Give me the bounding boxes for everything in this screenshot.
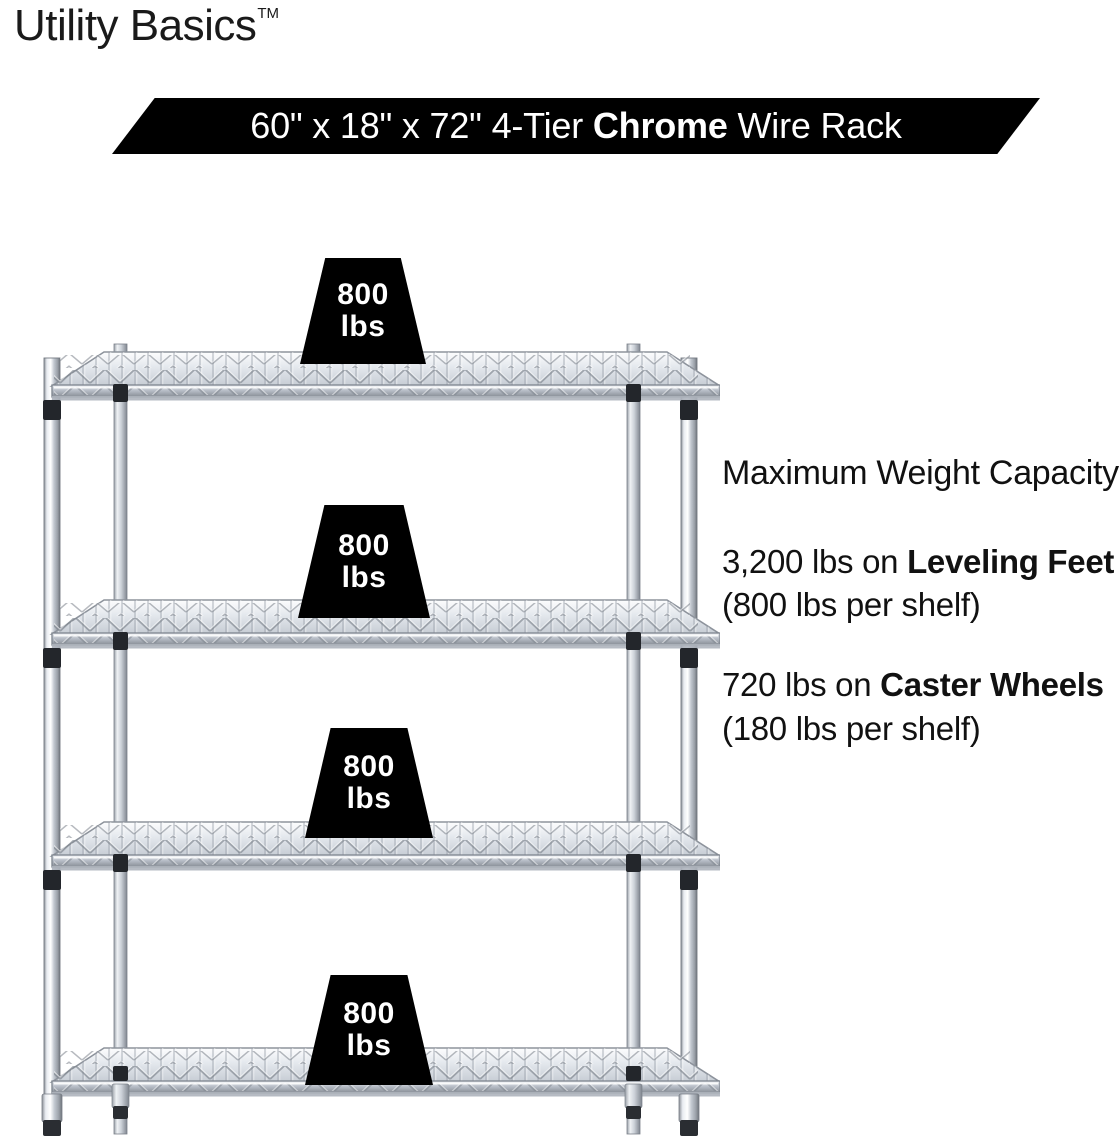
collar-clip	[113, 632, 128, 650]
product-title-banner: 60" x 18" x 72" 4-Tier Chrome Wire Rack	[112, 98, 1040, 154]
trademark-symbol: TM	[257, 5, 280, 23]
collar-clip	[43, 648, 61, 668]
collar-clip	[43, 400, 61, 420]
leveling-foot-front-left	[41, 1093, 63, 1136]
capacity-heading: Maximum Weight Capacity	[722, 454, 1119, 492]
product-title-text: 60" x 18" x 72" 4-Tier Chrome Wire Rack	[112, 98, 1040, 154]
leveling-foot-back-right	[624, 1083, 643, 1119]
wire-rack-illustration	[41, 343, 720, 1136]
collar-clip	[626, 632, 641, 650]
leveling-foot-front-right	[678, 1093, 700, 1136]
weight-capacity-info: Maximum Weight Capacity 3,200 lbs on Lev…	[722, 452, 1120, 751]
capacity-value: 800	[343, 997, 395, 1031]
leveling-feet-capacity: 3,200 lbs on Leveling Feet (800 lbs per …	[722, 540, 1120, 628]
brand-logo: Utility BasicsTM	[14, 1, 280, 50]
capacity-callout-shelf-3: 800 lbs	[305, 728, 433, 838]
banner-material: Chrome	[592, 105, 728, 146]
capacity-unit: lbs	[341, 560, 387, 594]
leveling-detail: (800 lbs per shelf)	[722, 586, 981, 624]
collar-clip	[113, 854, 128, 872]
banner-product: Wire Rack	[737, 105, 902, 146]
rack-post-back-left	[113, 343, 128, 1135]
collar-clip	[680, 400, 698, 420]
collar-clip	[626, 384, 641, 402]
leveling-foot-back-left	[111, 1083, 130, 1119]
capacity-value: 800	[343, 750, 395, 784]
rack-post-front-right	[680, 357, 698, 1119]
collar-clip	[680, 648, 698, 668]
collar-clip	[113, 1066, 128, 1081]
capacity-unit: lbs	[346, 1029, 392, 1062]
caster-emphasis: Caster Wheels	[880, 666, 1104, 704]
capacity-value: 800	[338, 528, 390, 562]
collar-clip	[43, 870, 61, 890]
banner-dimensions: 60" x 18" x 72"	[250, 105, 482, 146]
banner-tier: 4-Tier	[491, 105, 584, 146]
rack-post-back-right	[626, 343, 641, 1135]
product-image-wire-rack	[30, 248, 720, 1138]
collar-clip	[680, 870, 698, 890]
collar-clip	[626, 1066, 641, 1081]
leveling-total: 3,200 lbs on	[722, 542, 908, 580]
caster-total: 720 lbs on	[722, 666, 881, 704]
capacity-unit: lbs	[346, 782, 392, 815]
capacity-value: 800	[337, 278, 389, 312]
brand-name: Utility Basics	[14, 1, 257, 50]
capacity-unit: lbs	[340, 310, 386, 343]
rack-post-front-left	[43, 357, 61, 1119]
caster-detail: (180 lbs per shelf)	[722, 710, 981, 748]
collar-clip	[113, 384, 128, 402]
collar-clip	[626, 854, 641, 872]
leveling-emphasis: Leveling Feet	[907, 542, 1115, 580]
capacity-callout-shelf-4: 800 lbs	[305, 975, 433, 1085]
caster-wheels-capacity: 720 lbs on Caster Wheels (180 lbs per sh…	[722, 663, 1120, 751]
